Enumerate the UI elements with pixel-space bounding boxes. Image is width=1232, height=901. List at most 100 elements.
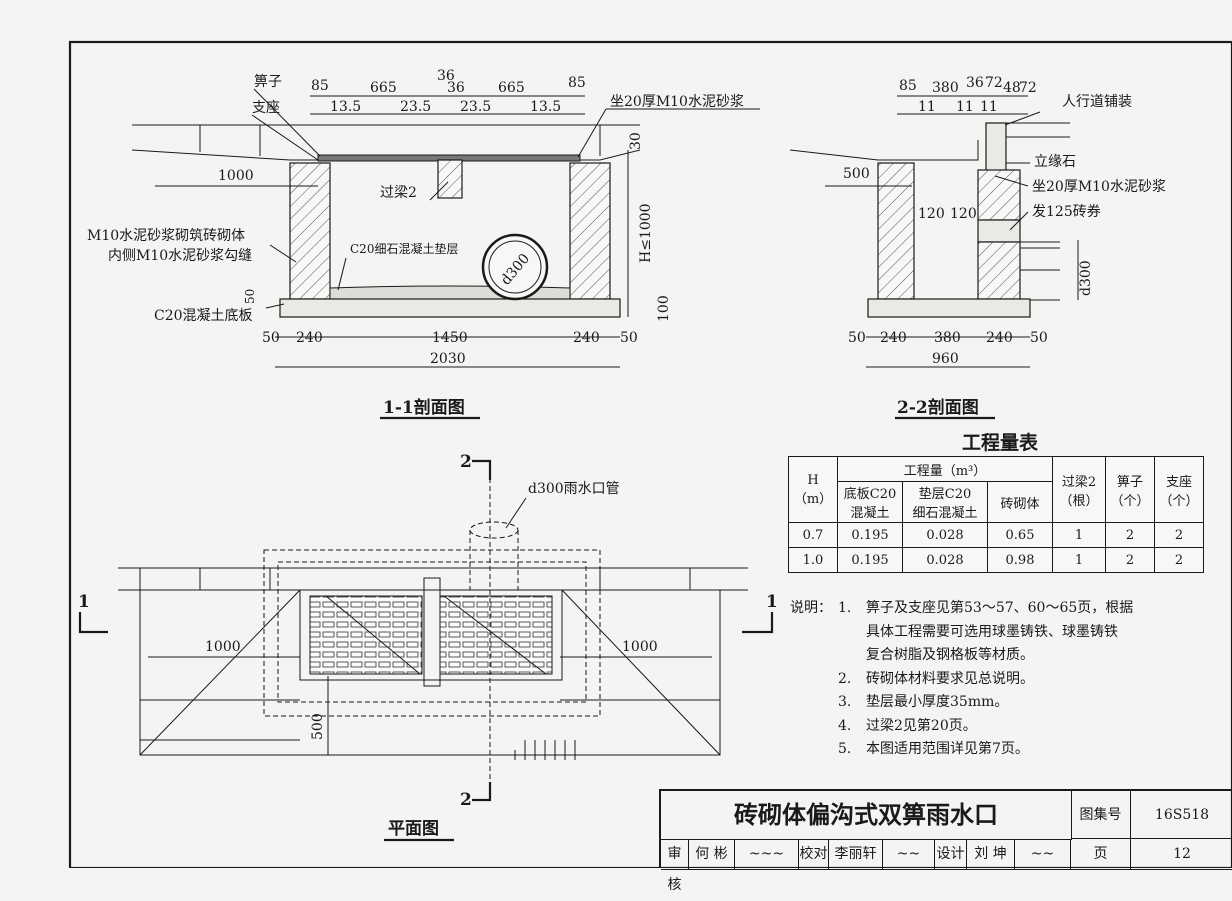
svg-text:坐20厚M10水泥砂浆: 坐20厚M10水泥砂浆: [610, 94, 744, 110]
svg-text:11: 11: [956, 99, 974, 115]
svg-text:48: 48: [1003, 80, 1021, 96]
svg-text:240: 240: [986, 330, 1013, 346]
svg-text:85: 85: [899, 78, 917, 94]
svg-text:36: 36: [447, 80, 465, 96]
base-slab: [279, 298, 621, 318]
col-h: H（m）: [788, 456, 838, 523]
left-brick-wall: [289, 162, 331, 300]
svg-text:支座: 支座: [252, 100, 280, 116]
svg-text:36: 36: [966, 75, 984, 91]
svg-text:85: 85: [568, 75, 586, 91]
col-brick: 砖砌体: [987, 481, 1053, 523]
svg-text:500: 500: [310, 713, 326, 740]
quantity-table-title: 工程量表: [962, 432, 1039, 454]
svg-text:240: 240: [296, 330, 323, 346]
svg-text:960: 960: [932, 351, 959, 367]
svg-text:1000: 1000: [205, 639, 241, 655]
reviewer-signature: ~~~: [735, 839, 799, 870]
col-beam: 过梁2（根）: [1052, 456, 1106, 523]
checker-signature: ~~: [883, 839, 935, 870]
svg-text:50: 50: [848, 330, 866, 346]
svg-text:500: 500: [843, 166, 870, 182]
svg-text:13.5: 13.5: [330, 99, 361, 115]
grate-right: [439, 595, 553, 675]
svg-text:85: 85: [311, 78, 329, 94]
svg-text:23.5: 23.5: [400, 99, 431, 115]
svg-text:380: 380: [932, 80, 959, 96]
svg-text:C20混凝土底板: C20混凝土底板: [154, 308, 253, 324]
svg-text:23.5: 23.5: [460, 99, 491, 115]
drawing-canvas: d300 85 665 36 36 665 85 13.5 23.5 23.5 …: [68, 40, 1232, 870]
section-2-2-title: 2-2剖面图: [897, 397, 979, 418]
designer-signature: ~~: [1015, 839, 1071, 870]
checker-name: 李丽轩: [829, 839, 883, 870]
pipe-d300: [481, 233, 549, 301]
svg-text:人行道铺装: 人行道铺装: [1062, 94, 1132, 110]
svg-text:立缘石: 立缘石: [1034, 154, 1076, 170]
plan-title: 平面图: [388, 819, 439, 839]
svg-text:箅子: 箅子: [254, 74, 282, 90]
left-wall-2-2: [877, 162, 915, 300]
svg-text:11: 11: [980, 99, 998, 115]
svg-text:1: 1: [766, 592, 778, 612]
right-brick-wall: [569, 162, 611, 300]
svg-text:2: 2: [460, 452, 472, 472]
svg-text:C20细石混凝土垫层: C20细石混凝土垫层: [350, 241, 458, 256]
beam-2: [437, 159, 463, 199]
designer-name: 刘 坤: [967, 839, 1015, 870]
atlas-label: 图集号: [1071, 791, 1131, 839]
svg-text:100: 100: [656, 295, 672, 322]
svg-text:120: 120: [950, 206, 977, 222]
col-quantity-group: 工程量（m³）: [837, 456, 1053, 482]
svg-text:11: 11: [918, 99, 936, 115]
svg-text:50: 50: [1030, 330, 1048, 346]
svg-text:2030: 2030: [430, 351, 466, 367]
svg-text:72: 72: [985, 75, 1003, 91]
svg-text:30: 30: [628, 132, 644, 150]
svg-text:H≤1000: H≤1000: [638, 203, 654, 263]
col-support: 支座（个）: [1154, 456, 1204, 523]
svg-text:过梁2: 过梁2: [380, 185, 417, 201]
title-block: 砖砌体偏沟式双箅雨水口 图集号 16S518 审核 何 彬 ~~~ 校对 李丽轩…: [659, 789, 1232, 893]
svg-text:1: 1: [78, 592, 90, 612]
svg-text:M10水泥砂浆砌筑砖砌体: M10水泥砂浆砌筑砖砌体: [87, 228, 245, 244]
section-1-1: d300 85 665 36 36 665 85 13.5 23.5 23.5 …: [87, 68, 760, 420]
svg-text:1450: 1450: [432, 330, 468, 346]
svg-text:50: 50: [620, 330, 638, 346]
svg-text:d300雨水口管: d300雨水口管: [528, 481, 620, 497]
svg-text:665: 665: [370, 80, 397, 96]
svg-text:13.5: 13.5: [530, 99, 561, 115]
svg-text:50: 50: [262, 330, 280, 346]
drawing-sheet: d300 85 665 36 36 665 85 13.5 23.5 23.5 …: [68, 40, 1232, 893]
svg-text:d300: d300: [1078, 260, 1094, 296]
svg-text:2: 2: [460, 790, 472, 810]
col-grate: 箅子（个）: [1105, 456, 1155, 523]
section-1-1-title: 1-1剖面图: [383, 397, 465, 418]
svg-text:240: 240: [880, 330, 907, 346]
drawing-title: 砖砌体偏沟式双箅雨水口: [661, 791, 1072, 840]
svg-text:50: 50: [243, 289, 257, 304]
page-number: 12: [1131, 839, 1232, 870]
svg-text:内侧M10水泥砂浆勾缝: 内侧M10水泥砂浆勾缝: [108, 248, 252, 264]
atlas-number: 16S518: [1131, 791, 1232, 839]
svg-text:380: 380: [934, 330, 961, 346]
svg-text:240: 240: [573, 330, 600, 346]
notes: 说明：1.箅子及支座见第53～57、60～65页，根据 具体工程需要可选用球墨铸…: [790, 600, 1134, 757]
svg-text:1000: 1000: [218, 168, 254, 184]
svg-text:坐20厚M10水泥砂浆: 坐20厚M10水泥砂浆: [1032, 179, 1166, 195]
svg-text:665: 665: [498, 80, 525, 96]
section-2-2: 85 380 36 72 48 72 11 11 11 人行道铺装 立缘石 坐2…: [789, 75, 1166, 420]
svg-text:发125砖券: 发125砖券: [1032, 204, 1101, 220]
svg-text:36: 36: [437, 68, 455, 84]
plan-view: d300雨水口管 1000 1000 500 1 1 2 2 平面图: [78, 452, 778, 842]
reviewer-name: 何 彬: [689, 839, 735, 870]
grate-left: [309, 595, 423, 675]
svg-text:72: 72: [1019, 80, 1037, 96]
svg-text:120: 120: [918, 206, 945, 222]
svg-text:1000: 1000: [622, 639, 658, 655]
